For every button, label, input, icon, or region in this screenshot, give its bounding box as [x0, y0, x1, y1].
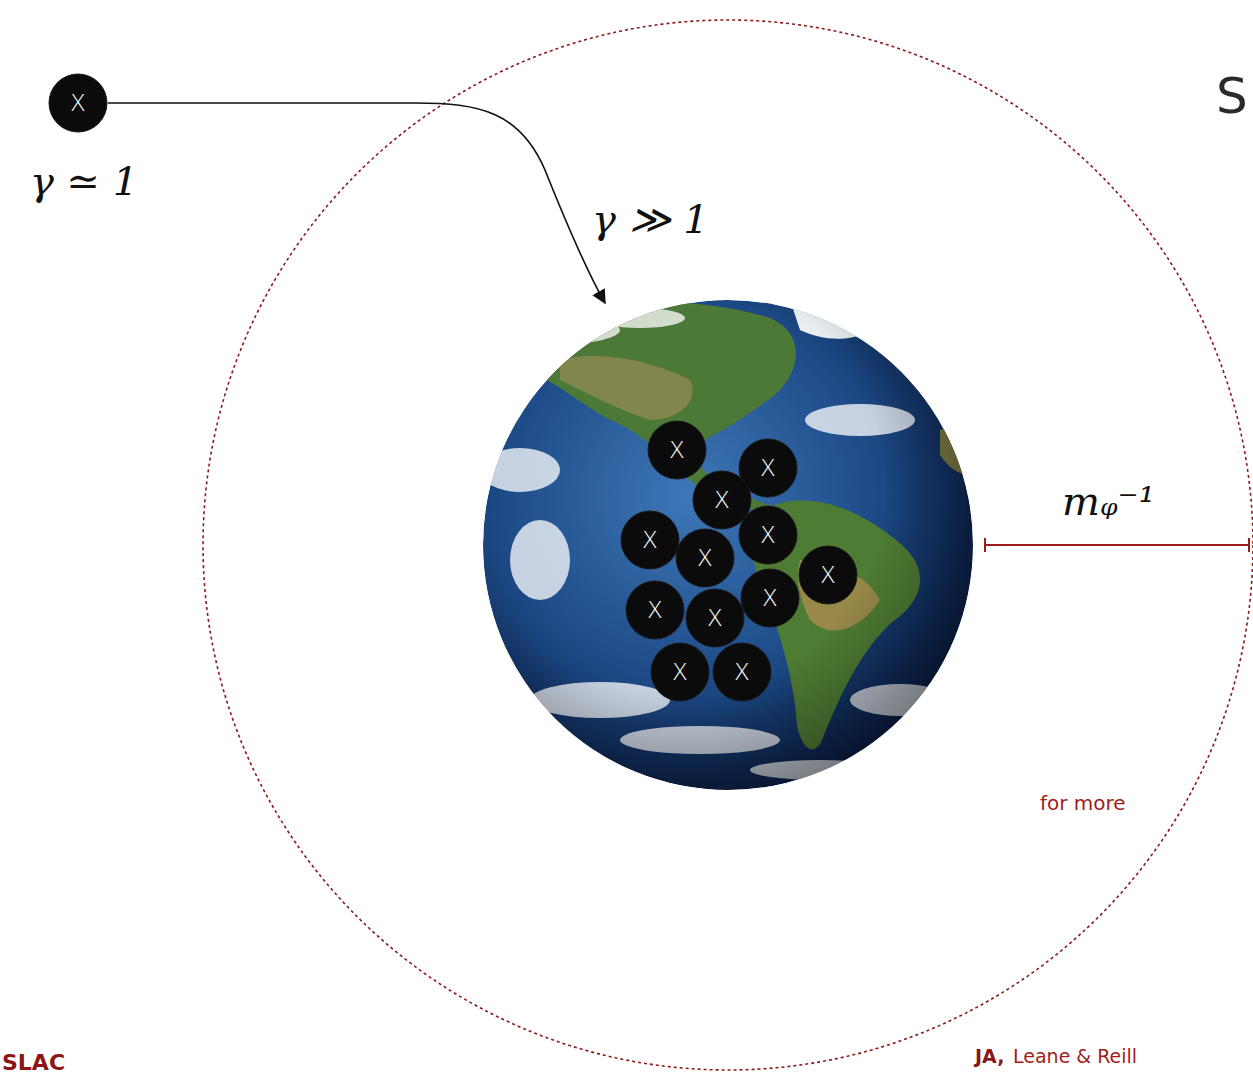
- particle-label: X: [762, 587, 778, 610]
- particle-circle: X: [712, 642, 772, 702]
- particle-label: X: [647, 599, 663, 622]
- particle-label: X: [760, 457, 776, 480]
- earth: [480, 296, 980, 790]
- particle-circle: X: [647, 420, 707, 480]
- particle-circle: X: [625, 580, 685, 640]
- trajectory-arrow: [108, 103, 605, 303]
- particle-label: X: [697, 547, 713, 570]
- reference-note: for more: [1040, 792, 1126, 815]
- range-bracket: [985, 538, 1249, 552]
- particle-circle: X: [650, 642, 710, 702]
- particle-circle: X: [798, 545, 858, 605]
- particle-circle: X: [738, 505, 798, 565]
- particle-circle: X: [740, 568, 800, 628]
- logo-text: SLAC: [2, 1050, 65, 1075]
- particle-circle: X: [620, 510, 680, 570]
- reference-author: Leane & Reill: [1013, 1046, 1137, 1068]
- range-circle: [203, 20, 1253, 1070]
- range-label: mᵩ⁻¹: [1062, 478, 1155, 524]
- particle-label: X: [734, 661, 750, 684]
- lorentz-factor-label: γ ≃ 1: [30, 158, 138, 204]
- particle-label: X: [714, 489, 730, 512]
- particle-circle: X: [48, 73, 108, 133]
- slide-title: S: [1216, 68, 1248, 126]
- lorentz-factor-label: γ ≫ 1: [592, 196, 709, 242]
- particle-label: X: [642, 529, 658, 552]
- reference-author: JA,: [975, 1046, 1004, 1068]
- particle-label: X: [70, 92, 86, 115]
- particle-label: X: [820, 564, 836, 587]
- particle-label: X: [760, 524, 776, 547]
- particle-label: X: [672, 661, 688, 684]
- particle-label: X: [669, 439, 685, 462]
- particle-circle: X: [675, 528, 735, 588]
- particle-label: X: [707, 607, 723, 630]
- particle-circle: X: [685, 588, 745, 648]
